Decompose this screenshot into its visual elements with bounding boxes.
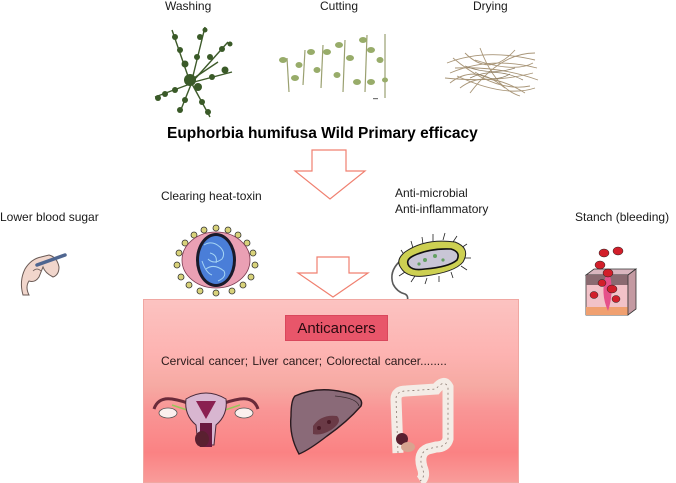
colon-icon <box>390 378 454 483</box>
dried-herb-icon <box>444 47 539 97</box>
hand-glucose-pen-icon <box>20 253 67 296</box>
efficacy-label-antimicrobial: Anti-microbial <box>395 186 468 200</box>
fresh-herb-icon <box>154 26 233 118</box>
step-label-washing: Washing <box>165 0 212 13</box>
efficacy-label-lower-blood-sugar: Lower blood sugar <box>0 210 99 224</box>
down-arrow-icon <box>296 256 370 298</box>
liver-icon <box>289 389 363 455</box>
uterus-icon <box>152 392 260 447</box>
efficacy-label-stanch: Stanch (bleeding) <box>575 210 670 224</box>
bleeding-skin-icon <box>584 246 638 316</box>
cancer-types-text: Cervical cancer; Liver cancer; Colorecta… <box>161 354 447 368</box>
anticancer-label: Anticancers <box>285 315 388 341</box>
efficacy-label-antiinflammatory: Anti-inflammatory <box>395 202 489 216</box>
down-arrow-icon <box>293 149 367 200</box>
efficacy-label-clearing-heat: Clearing heat-toxin <box>161 189 262 203</box>
virus-icon <box>173 224 259 297</box>
diagram-title: Euphorbia humifusa Wild Primary efficacy <box>167 125 478 142</box>
step-label-drying: Drying <box>473 0 508 13</box>
cut-stems-icon <box>279 34 388 100</box>
step-label-cutting: Cutting <box>320 0 359 13</box>
bacterium-icon <box>391 232 471 303</box>
